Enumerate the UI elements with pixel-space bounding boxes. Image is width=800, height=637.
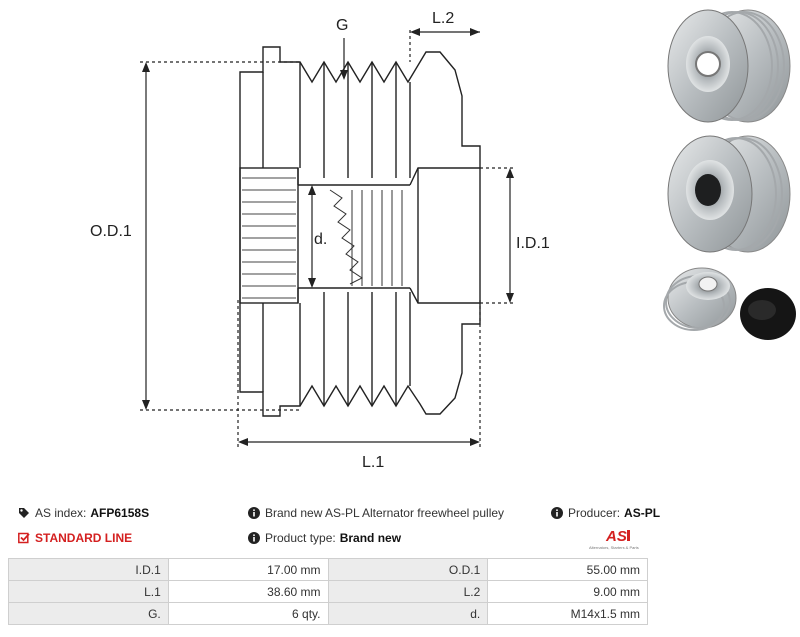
technical-drawing: O.D.1 I.D.1 d. L.1 L.2 G [90,10,550,471]
spec-value: 38.60 mm [167,580,329,603]
table-row: G. 6 qty. d. M14x1.5 mm [8,602,648,625]
spec-value: M14x1.5 mm [487,602,648,625]
pulley-outline [239,46,481,417]
table-row: L.1 38.60 mm L.2 9.00 mm [8,580,648,603]
pulley-front-photo [667,9,791,123]
od-label: O.D.1 [90,223,132,240]
logo-caption: Alternators, Starters & Parts [589,545,639,550]
dimension-lines [140,30,516,448]
info-icon [248,507,260,519]
id-label: I.D.1 [516,235,550,252]
thread-hatching [329,189,403,286]
product-type: Product type: Brand new [248,531,401,545]
info-row-2: STANDARD LINE Product type: Brand new [0,528,800,548]
specs-table: I.D.1 17.00 mm O.D.1 55.00 mm L.1 38.60 … [8,558,648,625]
pulley-with-cap-photo [663,267,796,340]
producer-value: AS-PL [624,506,661,520]
as-index: AS index: AFP6158S [18,506,149,520]
standard-line: STANDARD LINE [18,531,132,545]
l2-label: L.2 [432,10,454,27]
standard-line-text: STANDARD LINE [35,531,133,545]
spec-label: d. [327,602,489,625]
dimension-labels: O.D.1 I.D.1 d. L.1 L.2 G [90,10,550,471]
description: Brand new AS-PL Alternator freewheel pul… [248,506,504,520]
spec-value: 17.00 mm [167,558,329,581]
product-type-value: Brand new [339,531,402,545]
spec-label: L.2 [327,580,489,603]
product-type-label: Product type: [265,531,336,545]
arrowheads [142,28,514,446]
pulley-rear-photo [667,135,791,253]
spec-value: 6 qty. [167,602,329,625]
checkbox-icon [18,532,30,544]
as-pl-logo: AS Alternators, Starters & Parts [589,528,639,550]
spline-hatching [242,177,296,299]
as-index-value: AFP6158S [90,506,150,520]
spec-value: 55.00 mm [487,558,648,581]
info-row-1: AS index: AFP6158S Brand new AS-PL Alter… [0,503,800,523]
as-index-label: AS index: [35,506,87,520]
tag-icon [19,508,29,518]
info-icon [248,532,260,544]
g-label: G [336,17,348,34]
producer-label: Producer: [568,506,621,520]
description-text: Brand new AS-PL Alternator freewheel pul… [265,506,505,520]
spec-label: L.1 [8,580,169,603]
table-row: I.D.1 17.00 mm O.D.1 55.00 mm [8,558,648,581]
spec-value: 9.00 mm [487,580,648,603]
info-icon [551,507,563,519]
spec-label: G. [8,602,169,625]
l1-label: L.1 [362,454,384,471]
producer: Producer: AS-PL [551,506,660,520]
d-label: d. [314,231,327,248]
spec-label: I.D.1 [8,558,169,581]
logo-text: AS [605,528,627,545]
spec-label: O.D.1 [327,558,489,581]
